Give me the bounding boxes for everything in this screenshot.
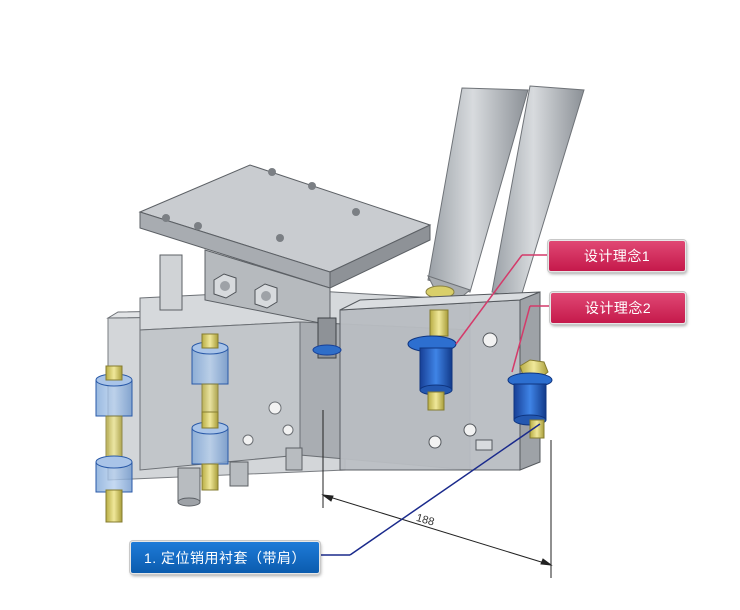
callout-part-1: 1. 定位销用衬套（带肩） [130,541,320,574]
callout-design-concept-1: 设计理念1 [548,240,686,272]
callout-design-concept-2: 设计理念2 [550,292,686,324]
robot-arm [425,85,585,301]
leader-lines [320,254,550,556]
bushing-icon [95,333,229,523]
locating-pin-icon [177,317,342,507]
blue-bushing-1 [407,309,457,411]
dimension-line [321,410,553,578]
hex-bolt-icon [213,273,278,309]
blue-bushing-2 [507,359,553,439]
